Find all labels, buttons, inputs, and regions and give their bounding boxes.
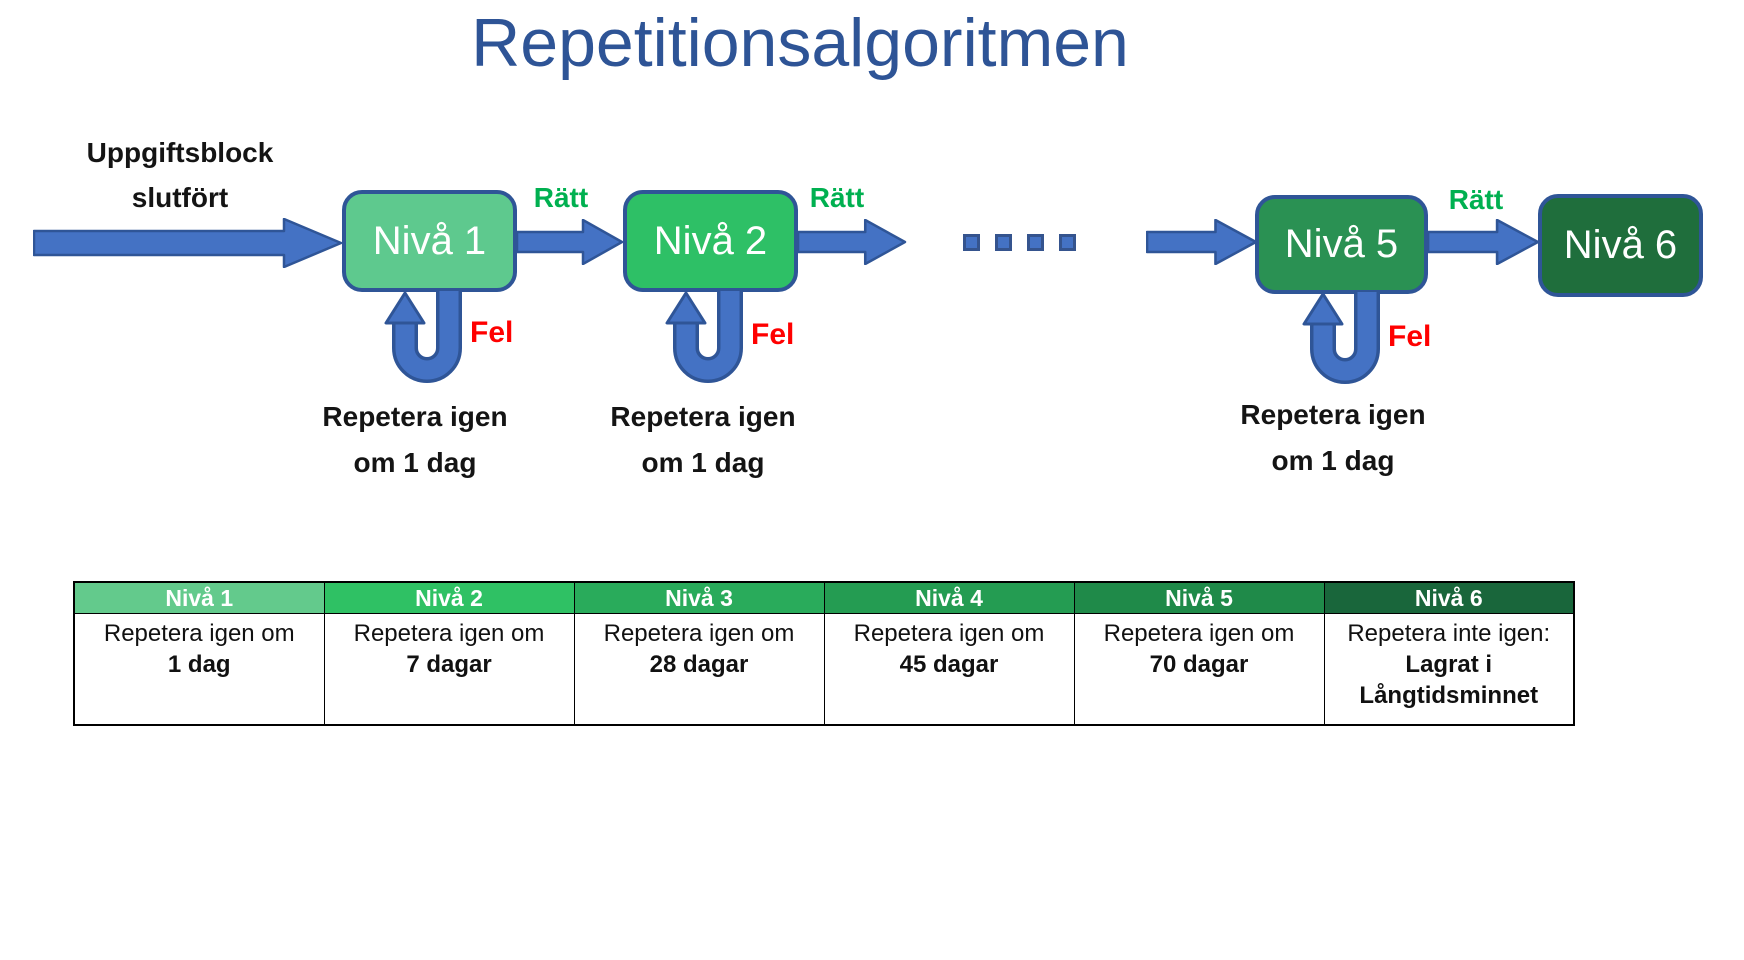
table-header-niva-5: Nivå 5 bbox=[1073, 581, 1325, 614]
cell-line1: Repetera igen om bbox=[603, 620, 795, 647]
levels-table-header-row: Nivå 1 Nivå 2 Nivå 3 Nivå 4 Nivå 5 Nivå … bbox=[73, 581, 1575, 614]
correct-label-1: Rätt bbox=[533, 182, 589, 213]
wrong-label-1: Fel bbox=[470, 316, 514, 349]
cell-line1: Repetera igen om bbox=[353, 620, 545, 647]
correct-label-2: Rätt bbox=[809, 182, 865, 213]
dot-icon bbox=[963, 234, 980, 251]
cell-line3: Långtidsminnet bbox=[1359, 682, 1539, 709]
dot-icon bbox=[1027, 234, 1044, 251]
flow-arrow-2-out-icon bbox=[797, 219, 907, 265]
level-box-niva-5: Nivå 5 bbox=[1255, 195, 1428, 294]
repeat-note-line2: om 1 dag bbox=[1271, 445, 1395, 476]
retry-loop-arrow-icon bbox=[665, 291, 743, 383]
level-box-niva-6: Nivå 6 bbox=[1538, 194, 1703, 297]
cell-line2: 28 dagar bbox=[649, 651, 749, 678]
table-header-niva-4: Nivå 4 bbox=[823, 581, 1075, 614]
cell-line1: Repetera inte igen: bbox=[1347, 620, 1551, 647]
retry-loop-arrow-icon bbox=[384, 291, 462, 383]
wrong-label-3: Fel bbox=[1388, 320, 1432, 353]
page-title: Repetitionsalgoritmen bbox=[471, 5, 1129, 81]
level-box-niva-1: Nivå 1 bbox=[342, 190, 517, 292]
repeat-note-line1: Repetera igen bbox=[322, 401, 508, 432]
table-cell-niva-2: Repetera igen om 7 dagar bbox=[323, 613, 575, 726]
cell-line1: Repetera igen om bbox=[103, 620, 295, 647]
flow-arrow-in-5-icon bbox=[1146, 219, 1258, 265]
level-box-niva-2: Nivå 2 bbox=[623, 190, 798, 292]
cell-line2: Lagrat i bbox=[1405, 651, 1493, 678]
levels-table-body-row: Repetera igen om 1 dag Repetera igen om … bbox=[73, 613, 1575, 726]
entry-arrow-icon bbox=[33, 218, 343, 268]
flow-arrow-5-6-icon bbox=[1427, 219, 1540, 265]
flow-arrow-1-2-icon bbox=[516, 219, 624, 265]
levels-table: Nivå 1 Nivå 2 Nivå 3 Nivå 4 Nivå 5 Nivå … bbox=[73, 581, 1575, 726]
table-cell-niva-1: Repetera igen om 1 dag bbox=[73, 613, 325, 726]
cell-line2: 1 dag bbox=[167, 651, 231, 678]
retry-loop-arrow-icon bbox=[1302, 292, 1380, 384]
table-cell-niva-4: Repetera igen om 45 dagar bbox=[823, 613, 1075, 726]
table-cell-niva-6: Repetera inte igen: Lagrat i Långtidsmin… bbox=[1323, 613, 1575, 726]
table-cell-niva-5: Repetera igen om 70 dagar bbox=[1073, 613, 1325, 726]
entry-note-line1: Uppgiftsblock bbox=[86, 137, 274, 168]
table-header-niva-1: Nivå 1 bbox=[73, 581, 325, 614]
correct-label-3: Rätt bbox=[1448, 184, 1504, 215]
cell-line1: Repetera igen om bbox=[1103, 620, 1295, 647]
repeat-note-line2: om 1 dag bbox=[641, 447, 765, 478]
continuation-dots bbox=[963, 234, 1076, 251]
cell-line1: Repetera igen om bbox=[853, 620, 1045, 647]
repeat-note-1: Repetera igen om 1 dag bbox=[310, 394, 520, 486]
table-header-niva-3: Nivå 3 bbox=[573, 581, 825, 614]
table-cell-niva-3: Repetera igen om 28 dagar bbox=[573, 613, 825, 726]
cell-line2: 70 dagar bbox=[1149, 651, 1249, 678]
dot-icon bbox=[995, 234, 1012, 251]
repeat-note-line2: om 1 dag bbox=[353, 447, 477, 478]
table-header-niva-2: Nivå 2 bbox=[323, 581, 575, 614]
repeat-note-line1: Repetera igen bbox=[1240, 399, 1426, 430]
cell-line2: 45 dagar bbox=[899, 651, 999, 678]
repeat-note-2: Repetera igen om 1 dag bbox=[598, 394, 808, 486]
wrong-label-2: Fel bbox=[751, 318, 795, 351]
repeat-note-3: Repetera igen om 1 dag bbox=[1228, 392, 1438, 484]
entry-note: Uppgiftsblock slutfört bbox=[55, 130, 305, 220]
cell-line2: 7 dagar bbox=[406, 651, 492, 678]
table-header-niva-6: Nivå 6 bbox=[1323, 581, 1575, 614]
entry-note-line2: slutfört bbox=[131, 182, 229, 213]
repeat-note-line1: Repetera igen bbox=[610, 401, 796, 432]
dot-icon bbox=[1059, 234, 1076, 251]
